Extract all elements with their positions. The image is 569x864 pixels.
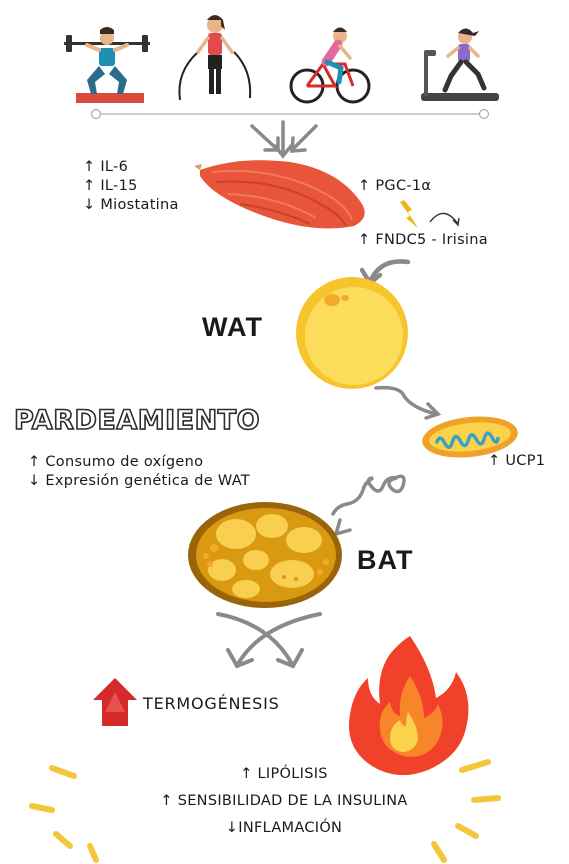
muscle-icon bbox=[194, 160, 365, 228]
bat-cell bbox=[188, 502, 342, 608]
spiral-arrow bbox=[333, 476, 404, 534]
curved-small-arrow bbox=[430, 213, 459, 225]
wat-cell bbox=[296, 277, 408, 389]
termogenesis-label: TERMOGÉNESIS bbox=[143, 694, 280, 713]
converging-arrows bbox=[252, 122, 316, 156]
cycling-icon bbox=[291, 28, 369, 103]
treadmill-icon bbox=[421, 29, 499, 102]
inflamacion-label: ↓INFLAMACIÓN bbox=[84, 819, 484, 838]
il15-label: ↑ IL-15 bbox=[83, 177, 138, 196]
lightning-icon bbox=[400, 200, 418, 228]
fndc5-label: ↑ FNDC5 - Irisina bbox=[358, 231, 488, 250]
crossing-arrows bbox=[218, 614, 320, 666]
lipolisis-label: ↑ LIPÓLISIS bbox=[84, 765, 484, 784]
expresion-label: ↓ Expresión genética de WAT bbox=[28, 472, 250, 491]
thermogenesis-up-arrow bbox=[93, 678, 137, 726]
bat-label: BAT bbox=[357, 545, 414, 576]
pardeamiento-title: PARDEAMIENTO bbox=[14, 405, 260, 436]
fire-icon bbox=[349, 636, 469, 775]
wat-label: WAT bbox=[202, 312, 263, 343]
il6-label: ↑ IL-6 bbox=[83, 158, 128, 177]
pgc-label: ↑ PGC-1α bbox=[358, 177, 431, 196]
sensibilidad-label: ↑ SENSIBILIDAD DE LA INSULINA bbox=[84, 792, 484, 811]
consumo-label: ↑ Consumo de oxígeno bbox=[28, 453, 203, 472]
exercise-baseline bbox=[92, 110, 489, 119]
arrow-to-mitochondria bbox=[376, 388, 438, 418]
jump-rope-icon bbox=[179, 15, 250, 100]
weightlifting-icon bbox=[64, 27, 150, 103]
miostatina-label: ↓ Miostatina bbox=[83, 196, 179, 215]
ucp1-label: ↑ UCP1 bbox=[488, 452, 545, 471]
